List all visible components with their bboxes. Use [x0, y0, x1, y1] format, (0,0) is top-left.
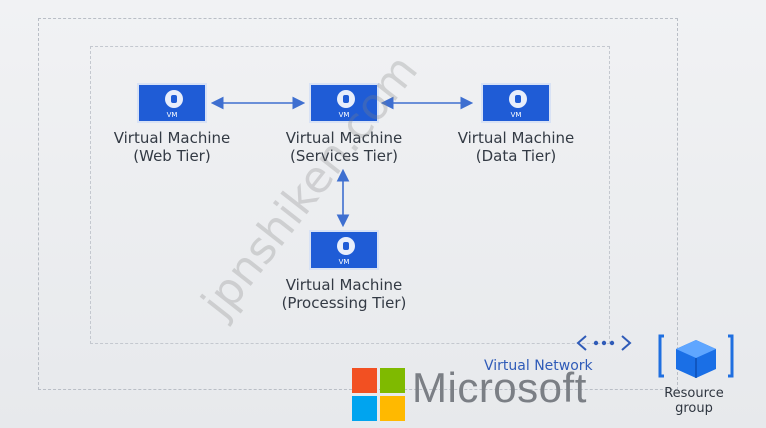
virtual-machine-icon: VM	[309, 230, 379, 270]
microsoft-wordmark: Microsoft	[412, 364, 587, 411]
vm-label-line1: Virtual Machine	[285, 129, 403, 147]
vm-label-line2: (Web Tier)	[133, 147, 211, 165]
virtual-machine-icon: VM	[481, 83, 551, 123]
vm-label: Virtual Machine (Data Tier)	[436, 129, 596, 165]
virtual-network-icon	[576, 335, 632, 351]
virtual-machine-icon: VM	[309, 83, 379, 123]
vm-label-line2: (Data Tier)	[475, 147, 557, 165]
microsoft-logo-icon	[352, 368, 405, 421]
virtual-machine-icon: VM	[137, 83, 207, 123]
resource-group-label: Resource group	[652, 386, 736, 416]
vm-label-line1: Virtual Machine	[113, 129, 231, 147]
vm-label-line2: (Services Tier)	[290, 147, 398, 165]
vm-label-line1: Virtual Machine	[285, 276, 403, 294]
vm-data-tier: VM Virtual Machine (Data Tier)	[436, 83, 596, 165]
vm-label-line1: Virtual Machine	[457, 129, 575, 147]
resource-group-icon	[658, 334, 734, 378]
vm-label: Virtual Machine (Web Tier)	[92, 129, 252, 165]
vm-services-tier: VM Virtual Machine (Services Tier)	[264, 83, 424, 165]
vm-web-tier: VM Virtual Machine (Web Tier)	[92, 83, 252, 165]
resource-group-label-line2: group	[675, 401, 713, 416]
vm-processing-tier: VM Virtual Machine (Processing Tier)	[264, 230, 424, 312]
vm-label-line2: (Processing Tier)	[281, 294, 407, 312]
vm-label: Virtual Machine (Services Tier)	[264, 129, 424, 165]
vm-label: Virtual Machine (Processing Tier)	[264, 276, 424, 312]
resource-group-label-line1: Resource	[664, 386, 724, 401]
virtual-network-label: Virtual Network	[484, 358, 593, 374]
virtual-network-boundary	[90, 46, 610, 344]
